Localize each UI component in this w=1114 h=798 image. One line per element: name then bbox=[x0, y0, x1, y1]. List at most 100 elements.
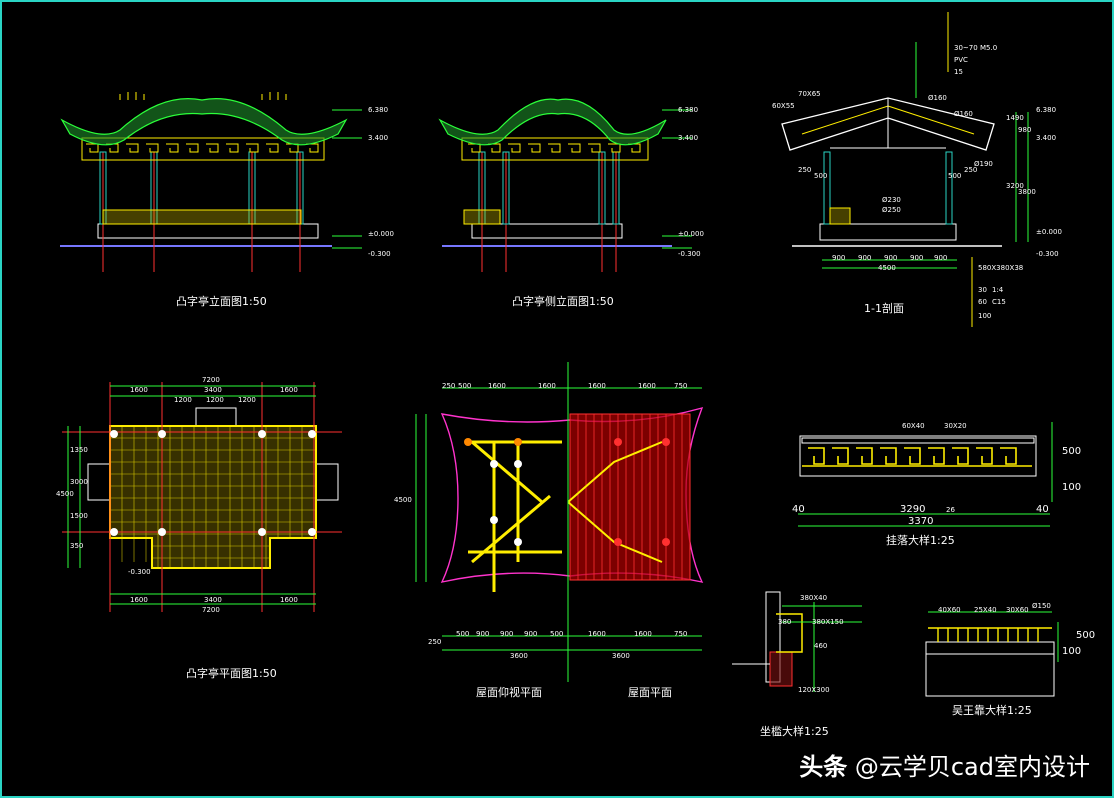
elev-ground-side: -0.300 bbox=[678, 250, 701, 258]
roof-d500-bottom-2: 500 bbox=[550, 630, 564, 638]
elev-top-front: 6.380 bbox=[368, 106, 389, 114]
roof-d750-top: 750 bbox=[674, 382, 688, 390]
section-base-2b: C15 bbox=[992, 298, 1006, 306]
section-stack-1b: M5.0 bbox=[980, 44, 998, 52]
section-bay-1: 900 bbox=[832, 254, 846, 262]
section-column-1: Ø230 bbox=[882, 196, 901, 204]
sill-d: 380 bbox=[778, 618, 792, 626]
section-d250-left: 250 bbox=[798, 166, 812, 174]
section-drawing bbox=[781, 12, 1029, 327]
plan-bay-1: 1200 bbox=[174, 396, 192, 404]
side-elevation-drawing bbox=[438, 98, 692, 272]
section-d250-right: 250 bbox=[964, 166, 978, 174]
plan-side-top-left: 1600 bbox=[130, 386, 148, 394]
section-title: 1-1剖面 bbox=[864, 302, 904, 315]
section-h3800: 3800 bbox=[1018, 188, 1036, 196]
roof-d1600-top-far: 1600 bbox=[638, 382, 656, 390]
section-member-b: 60X55 bbox=[772, 102, 795, 110]
front-elevation-title: 凸字亭立面图1:50 bbox=[176, 295, 267, 308]
elev-floor-side: ±0.000 bbox=[678, 230, 704, 238]
hanging-overall: 3370 bbox=[908, 516, 934, 527]
sill-c: 120X300 bbox=[798, 686, 830, 694]
elev-mid-section: 3.400 bbox=[1036, 134, 1057, 142]
hanging-detail-drawing bbox=[798, 422, 1053, 527]
roof-d4500: 4500 bbox=[394, 496, 412, 504]
plan-d1500: 1500 bbox=[70, 512, 88, 520]
hanging-mark: 26 bbox=[946, 506, 955, 514]
section-base-2: 60 bbox=[978, 298, 987, 306]
section-column-2: Ø250 bbox=[882, 206, 901, 214]
elev-ground-section: -0.300 bbox=[1036, 250, 1059, 258]
plan-total-bottom: 7200 bbox=[202, 606, 220, 614]
section-stack-2: PVC bbox=[954, 56, 968, 64]
section-bay-2: 900 bbox=[858, 254, 872, 262]
elev-top-side: 6.380 bbox=[678, 106, 699, 114]
plan-title: 凸字亭平面图1:50 bbox=[186, 667, 277, 680]
section-h3200: 3200 bbox=[1006, 182, 1024, 190]
section-member-e: Ø190 bbox=[974, 160, 993, 168]
hanging-bar-a: 60X40 bbox=[902, 422, 925, 430]
roof-underside-title: 屋面仰视平面 bbox=[476, 686, 542, 699]
section-member-d: Ø160 bbox=[954, 110, 973, 118]
plan-side-bottom-left: 1600 bbox=[130, 596, 148, 604]
section-base-1: 30 bbox=[978, 286, 987, 294]
sill-detail-drawing bbox=[732, 591, 862, 692]
roof-d250-side: 250 bbox=[428, 638, 442, 646]
section-base-spec: 580X380X38 bbox=[978, 264, 1024, 272]
section-stack-3: 15 bbox=[954, 68, 963, 76]
hanging-detail-title: 挂落大样1:25 bbox=[886, 534, 955, 547]
roof-d500-top: 500 bbox=[458, 382, 472, 390]
plan-d350: 350 bbox=[70, 542, 84, 550]
watermark-account: @云学贝cad室内设计 bbox=[854, 753, 1090, 781]
roof-d3600-left: 3600 bbox=[510, 652, 528, 660]
section-bay-3: 900 bbox=[884, 254, 898, 262]
bench-a: 40X60 bbox=[938, 606, 961, 614]
bench-detail-drawing bbox=[925, 611, 1059, 697]
section-member-c: Ø160 bbox=[928, 94, 947, 102]
bench-h100: 100 bbox=[1062, 646, 1082, 657]
plan-bay-2: 1200 bbox=[206, 396, 224, 404]
roof-d1600-bottom: 1600 bbox=[588, 630, 606, 638]
elev-floor-front: ±0.000 bbox=[368, 230, 394, 238]
roof-d900-bottom-1: 900 bbox=[476, 630, 490, 638]
hanging-inner: 3290 bbox=[900, 504, 926, 515]
roof-d900-bottom-2: 900 bbox=[500, 630, 514, 638]
section-h1490: 1490 bbox=[1006, 114, 1024, 122]
front-elevation-drawing bbox=[60, 92, 362, 272]
plan-elev: -0.300 bbox=[128, 568, 151, 576]
roof-d1600-bottom-2: 1600 bbox=[634, 630, 652, 638]
roof-d1600-top-right: 1600 bbox=[588, 382, 606, 390]
roof-d3600-right: 3600 bbox=[612, 652, 630, 660]
hanging-bar-b: 30X20 bbox=[944, 422, 967, 430]
elev-mid-front: 3.400 bbox=[368, 134, 389, 142]
bench-c: 30X60 bbox=[1006, 606, 1029, 614]
bench-d: Ø150 bbox=[1032, 602, 1051, 610]
plan-d1350: 1350 bbox=[70, 446, 88, 454]
hanging-edge-left: 40 bbox=[792, 504, 805, 515]
sill-detail-title: 坐槛大样1:25 bbox=[760, 725, 829, 738]
bench-b: 25X40 bbox=[974, 606, 997, 614]
section-base-1b: 1:4 bbox=[992, 286, 1004, 294]
watermark: 头条 @云学贝cad室内设计 bbox=[799, 747, 1090, 782]
plan-side-bottom-right: 1600 bbox=[280, 596, 298, 604]
roof-d900-bottom-3: 900 bbox=[524, 630, 538, 638]
side-elevation-title: 凸字亭侧立面图1:50 bbox=[512, 295, 614, 308]
hanging-edge-right: 40 bbox=[1036, 504, 1049, 515]
plan-side-top-right: 1600 bbox=[280, 386, 298, 394]
elev-ground-front: -0.300 bbox=[368, 250, 391, 258]
roof-d500-bottom: 500 bbox=[456, 630, 470, 638]
section-d500-right: 500 bbox=[948, 172, 962, 180]
plan-center-bottom: 3400 bbox=[204, 596, 222, 604]
roof-d750-bottom: 750 bbox=[674, 630, 688, 638]
plan-depth: 4500 bbox=[56, 490, 74, 498]
elev-top-section: 6.380 bbox=[1036, 106, 1057, 114]
sill-b: 380X150 bbox=[812, 618, 844, 626]
section-stack-1: 30~70 bbox=[954, 44, 978, 52]
hanging-h100: 100 bbox=[1062, 482, 1082, 493]
section-base-width: 4500 bbox=[878, 264, 896, 272]
section-bay-5: 900 bbox=[934, 254, 948, 262]
roof-d250-top: 250 bbox=[442, 382, 456, 390]
hanging-h500: 500 bbox=[1062, 446, 1082, 457]
